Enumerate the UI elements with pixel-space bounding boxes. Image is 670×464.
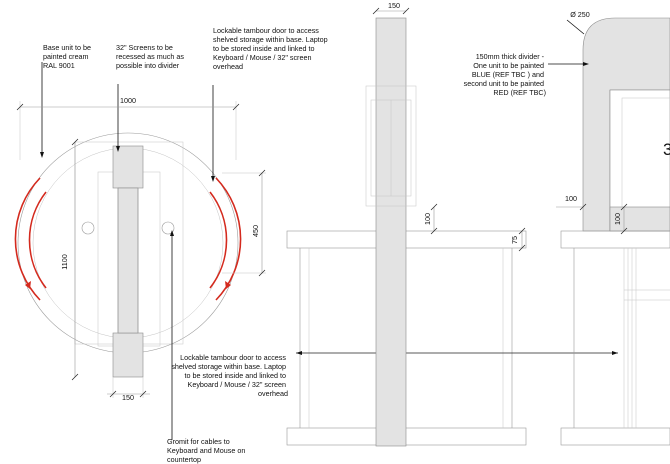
rotation-arrow-right-outer [215,177,242,301]
dim-side-100-left-label: 100 [565,194,577,203]
side-partial-label: 3 [663,140,670,159]
front-elevation: 150 100 75 [286,1,618,447]
dim-100-label: 100 [423,213,432,225]
countertop [286,230,527,249]
divider-middle [117,187,139,334]
divider-top [112,145,144,189]
grommet-left [81,221,95,235]
dim-1000-label: 1000 [120,96,136,105]
divider-bottom [112,332,144,378]
plan-view: 1000 1100 450 150 Base unit to be painte… [14,26,330,464]
dim-150-top-label: 150 [388,1,400,10]
dim-75-label: 75 [510,236,519,244]
dim-diameter-label: Ø 250 [570,10,590,19]
screen-outline [365,85,417,207]
rotation-arrow-right-inner [209,191,228,289]
dim-150-bottom-label: 150 [122,393,134,402]
rotation-arrow-left-outer [14,177,41,301]
side-elevation: Ø 250 150mm thick divider - One unit to … [464,10,670,446]
note-base-unit: Base unit to be painted cream RAL 9001 [43,43,93,70]
dim-side-100-right-label: 100 [613,213,622,225]
leader-diameter [566,19,585,35]
grommet-right [161,221,175,235]
note-divider: 150mm thick divider - One unit to be pai… [464,52,546,97]
arrowhead-left [25,281,31,289]
dim-1100-label: 1100 [60,254,69,269]
arrowhead-right [225,281,231,289]
side-plinth [560,427,670,446]
divider-column [375,17,407,447]
note-screens: 32" Screens to be recessed as much as po… [116,43,186,70]
rotation-arrow-left-inner [28,191,47,289]
note-tambour-bottom: Lockable tambour door to access shelved … [171,353,288,398]
note-tambour-top: Lockable tambour door to access shelved … [213,26,330,71]
side-countertop [560,230,670,249]
dim-450-label: 450 [251,225,260,237]
plinth [286,427,527,446]
note-grommet: Gromit for cables to Keyboard and Mouse … [167,437,247,464]
